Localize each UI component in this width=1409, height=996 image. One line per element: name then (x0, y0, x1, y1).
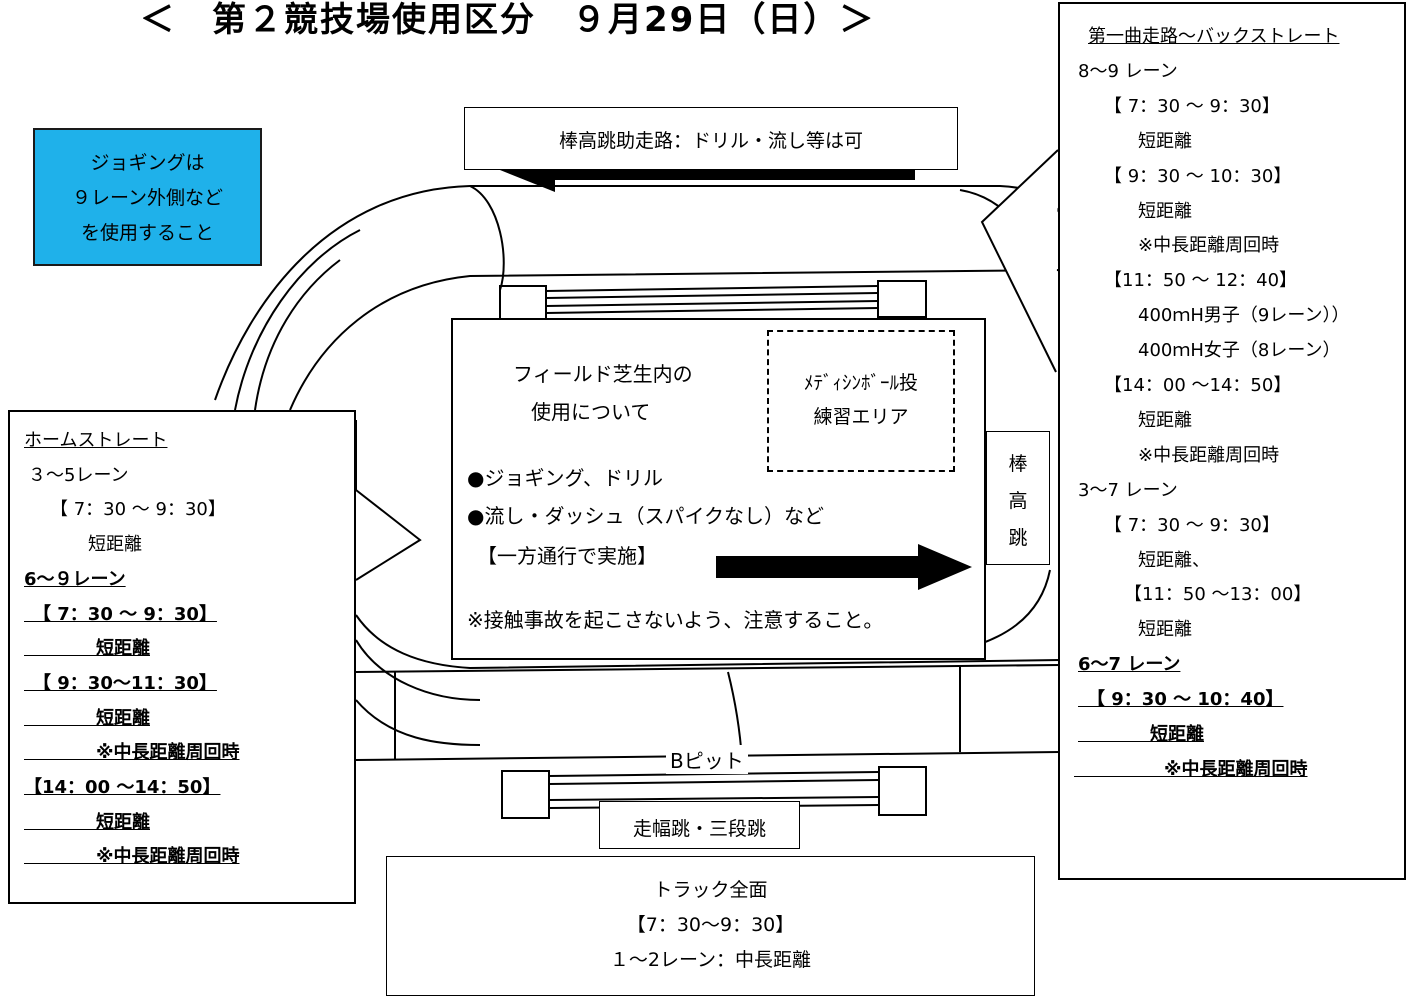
track-all-box: トラック全面 【7：30～9：30】 １～2レーン：中長距離 (386, 856, 1035, 996)
home_straight-line: ３～5レーン (28, 464, 129, 486)
backstraight-line: ※中長距離周回時 (1138, 444, 1280, 466)
backstraight-line: 短距離 (1138, 200, 1192, 222)
home_straight-line: 短距離 (24, 707, 150, 729)
home_straight-line: 短距離 (24, 638, 150, 660)
backstraight-line: 第一曲走路～バックストレート (1088, 26, 1340, 47)
home_straight-line: 6～９レーン (24, 568, 126, 590)
pole-vault-pit: 棒 高 跳 (986, 431, 1050, 565)
backstraight-line: 短距離 (1138, 619, 1192, 641)
backstraight-line: 【11：50 ～ 12：40】 (1104, 270, 1298, 292)
home_straight-line: 短距離 (24, 811, 150, 833)
backstraight-line: 【14：00 ～14：50】 (1104, 375, 1292, 396)
home_straight-line: 短距離 (88, 534, 142, 556)
field-usage-box: フィールド芝生内の 使用について ●ジョギング、ドリル ●流し・ダッシュ（スパイ… (451, 318, 986, 660)
backstraight-line: 【 7：30 ～ 9：30】 (1104, 95, 1280, 117)
backstraight-line: 短距離 (1078, 724, 1204, 745)
medicine-ball-area: ﾒﾃﾞｨｼﾝﾎﾞｰﾙ投 練習エリア (767, 330, 955, 472)
home_straight-line: ホームストレート (24, 430, 168, 451)
backstraight-line: 短距離 (1138, 409, 1192, 431)
backstraight-line: 3～7 レーン (1078, 479, 1178, 501)
backstraight-line: 【 9：30 ～ 10：40】 (1078, 689, 1284, 711)
backstraight-line: 短距離 (1138, 130, 1192, 152)
backstraight-line: ※中長距離周回時 (1138, 235, 1280, 257)
long-jump-label: 走幅跳・三段跳 (599, 801, 800, 849)
b-pit-label: Bピット (666, 745, 748, 774)
home_straight-line: ※中長距離周回時 (24, 742, 240, 764)
backstraight-line: 【 7：30 ～ 9：30】 (1104, 514, 1280, 536)
home_straight-line: 【 7：30 ～ 9：30】 (24, 603, 217, 625)
backstraight-line: 短距離、 (1138, 549, 1210, 571)
callout-pointer-left (355, 420, 422, 581)
home_straight-line: 【 9：30～11：30】 (24, 672, 217, 694)
pole-vault-runway-label: 棒高跳助走路：ドリル・流し等は可 (464, 107, 958, 170)
page-title: ＜ 第２競技場使用区分 ９月29日（日）＞ (140, 0, 876, 40)
home_straight-line: 【 7：30 ～ 9：30】 (50, 499, 226, 521)
home_straight-line: 【14：00 ～14：50】 (24, 777, 221, 798)
backstraight-line: 8～9 レーン (1078, 60, 1178, 82)
backstraight-line: 400ｍH女子（8レーン） (1138, 340, 1341, 362)
backstraight-line: 6～7 レーン (1078, 654, 1181, 676)
callout-pointer-right (980, 149, 1059, 373)
backstraight-line: 【11：50 ～13：00】 (1124, 584, 1312, 606)
backstraight-line: ※中長距離周回時 (1074, 758, 1308, 780)
arrow-left-icon (500, 148, 915, 192)
backstraight-line: 【 9：30 ～ 10：30】 (1104, 165, 1292, 187)
home_straight-line: ※中長距離周回時 (24, 846, 240, 868)
backstraight-line: 400ｍH男子（9レーン）） (1138, 305, 1350, 327)
jogging-note: ジョギングは ９レーン外側など を使用すること (33, 128, 262, 266)
track-outer-line-2 (289, 269, 1066, 411)
